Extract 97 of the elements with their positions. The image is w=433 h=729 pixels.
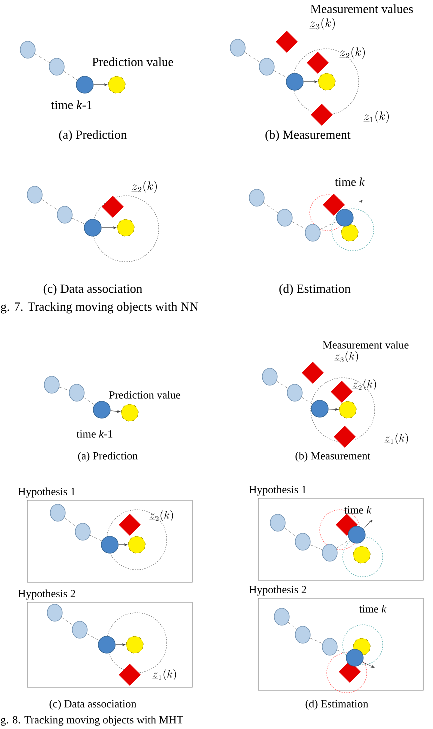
annotation-label: time k xyxy=(335,178,365,186)
figure-caption: g. 8. Tracking moving objects with MHT xyxy=(1,716,184,726)
track-circle xyxy=(322,638,338,656)
track-circle xyxy=(259,58,275,76)
track-circle xyxy=(322,544,338,562)
track-circle xyxy=(27,186,43,204)
trajectory-line xyxy=(274,70,288,78)
trajectory-line xyxy=(72,218,86,225)
measurement-label: $\underline{z}_1(k)$ xyxy=(152,670,176,680)
track-circle xyxy=(295,626,311,644)
annotation-label: time k-1 xyxy=(76,430,113,438)
track-circle xyxy=(305,224,321,242)
trajectory-line xyxy=(83,397,95,406)
prediction-circle xyxy=(339,401,357,419)
trajectory-line xyxy=(310,638,323,644)
subfigure-label: (c) Data association xyxy=(50,700,137,710)
track-circle xyxy=(76,76,94,94)
prediction-circle xyxy=(353,546,371,564)
measurement-label: $\underline{z}_2(k)$ xyxy=(340,47,365,60)
prediction-circle xyxy=(126,636,144,654)
track-circle xyxy=(274,608,290,626)
node-label: Hypothesis 2 xyxy=(18,590,76,600)
track-circle xyxy=(72,621,88,639)
trajectory-line xyxy=(337,650,348,655)
trajectory-line xyxy=(41,199,59,211)
track-circle xyxy=(346,649,364,667)
subfigure-label: (d) Estimation xyxy=(280,284,351,296)
prediction-circle xyxy=(121,404,139,422)
track-circle xyxy=(75,523,91,541)
trajectory-line xyxy=(34,54,50,64)
track-circle xyxy=(336,209,354,227)
track-circle xyxy=(230,39,246,57)
track-circle xyxy=(98,636,116,654)
track-circle xyxy=(101,536,119,554)
trajectory-line xyxy=(59,387,70,391)
node-label: Hypothesis 2 xyxy=(250,586,306,596)
track-circle xyxy=(311,400,329,418)
trajectory-line xyxy=(90,535,102,542)
measurement-label: $\underline{z}_3(k)$ xyxy=(334,352,358,362)
track-circle xyxy=(287,384,303,402)
trajectory-line xyxy=(64,518,77,528)
annotation-label: time k-1 xyxy=(51,100,92,110)
track-circle xyxy=(295,533,311,551)
track-circle xyxy=(57,206,73,224)
annotation-label: Prediction value xyxy=(92,58,174,66)
annotation-label: time k xyxy=(344,506,372,514)
measurement-label: $\underline{z}_2(k)$ xyxy=(132,181,158,194)
node-label: Hypothesis 1 xyxy=(18,488,76,498)
track-circle xyxy=(69,384,85,402)
measurement-label: $\underline{z}_3(k)$ xyxy=(310,18,335,30)
track-circle xyxy=(49,58,65,76)
trajectory-line xyxy=(61,617,74,626)
prediction-circle xyxy=(128,536,146,554)
track-circle xyxy=(93,401,111,419)
prediction-circle xyxy=(117,219,135,237)
trajectory-line xyxy=(64,71,78,80)
figure-caption: g. 7. Tracking moving objects with NN xyxy=(1,302,199,314)
node-label: Hypothesis 1 xyxy=(250,486,306,496)
measurement-label: $\underline{z}_2(k)$ xyxy=(150,510,174,522)
prediction-circle xyxy=(318,73,336,91)
trajectory-line xyxy=(310,544,323,550)
track-circle xyxy=(249,189,265,207)
track-circle xyxy=(286,73,304,91)
subfigure-label: (b) Measurement xyxy=(266,130,351,142)
subfigure-label: (a) Prediction xyxy=(59,130,127,142)
subfigure-label: (b) Measurement xyxy=(296,452,371,462)
track-circle xyxy=(348,526,366,544)
track-circle xyxy=(47,604,63,622)
trajectory-line xyxy=(288,622,298,630)
subfigure-label: (a) Prediction xyxy=(78,452,138,462)
prediction-circle xyxy=(108,76,126,94)
track-circle xyxy=(84,219,102,237)
measurement-label: $\underline{z}_1(k)$ xyxy=(364,111,389,124)
track-circle xyxy=(44,376,60,394)
measurement-label: $\underline{z}_1(k)$ xyxy=(384,434,408,444)
track-circle xyxy=(262,368,278,386)
annotation-label: time k xyxy=(359,605,387,613)
trajectory-line xyxy=(320,222,338,230)
trajectory-line xyxy=(276,381,288,389)
trajectory-line xyxy=(86,634,100,641)
track-circle xyxy=(270,514,286,532)
subfigure-label: (c) Data association xyxy=(44,284,142,296)
annotation-label: Prediction value xyxy=(109,391,181,399)
trajectory-line xyxy=(336,540,350,549)
trajectory-line xyxy=(284,528,297,538)
annotation-label: Measurement values xyxy=(310,4,414,14)
annotation-label: Measurement value xyxy=(323,341,409,349)
trajectory-line xyxy=(263,202,279,214)
track-circle xyxy=(277,209,293,227)
prediction-circle xyxy=(341,224,359,242)
track-circle xyxy=(50,504,66,522)
track-circle xyxy=(20,41,36,59)
trajectory-line xyxy=(292,222,306,230)
subfigure-label: (d) Estimation xyxy=(306,700,368,710)
measurement-label: $\underline{z}_2(k)$ xyxy=(352,380,376,390)
trajectory-line xyxy=(244,52,260,63)
trajectory-line xyxy=(302,397,313,404)
